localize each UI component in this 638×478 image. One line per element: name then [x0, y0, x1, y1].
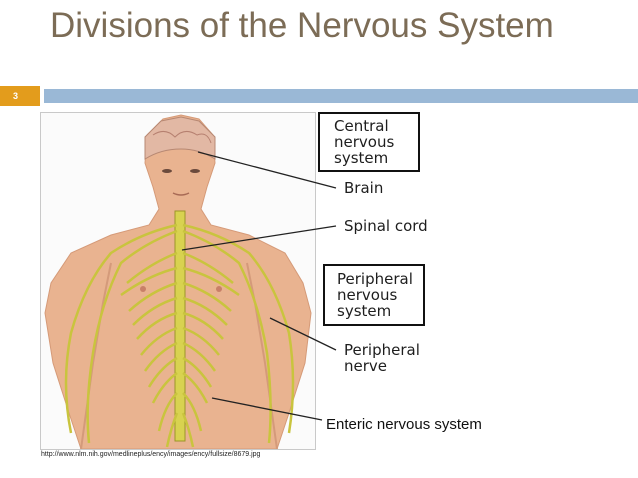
nervous-system-illustration — [40, 112, 316, 450]
enteric-nervous-system-label: Enteric nervous system — [326, 416, 482, 433]
spinal-cord-label: Spinal cord — [344, 217, 428, 235]
title-underline-bar — [44, 89, 638, 103]
spinal-cord-pointer-line — [181, 225, 337, 251]
peripheral-nerve-pointer-line — [269, 317, 337, 351]
brain-label: Brain — [344, 179, 384, 197]
peripheral-label-line2: nervous — [337, 286, 398, 304]
central-label-line2: nervous — [334, 133, 395, 151]
peripheral-nerve-label-line2: nerve — [344, 357, 388, 375]
peripheral-label-line1: Peripheral — [337, 270, 413, 288]
central-label-line1: Central — [334, 117, 389, 135]
central-label-line3: system — [334, 149, 389, 167]
slide-number: 3 — [13, 91, 19, 101]
central-nervous-system-box: Central nervous system — [318, 112, 420, 172]
enteric-pointer-line — [211, 397, 323, 421]
peripheral-nerve-label-line1: Peripheral — [344, 341, 420, 359]
slide-title: Divisions of the Nervous System — [50, 6, 554, 45]
peripheral-nerves — [64, 223, 295, 448]
body-figure — [41, 113, 315, 450]
peripheral-label-line3: system — [337, 302, 392, 320]
peripheral-nervous-system-box: Peripheral nervous system — [323, 264, 425, 326]
image-source-citation: http://www.nlm.nih.gov/medlineplus/ency/… — [41, 451, 261, 458]
brain-shape — [144, 116, 216, 160]
brain-pointer-line — [197, 151, 337, 189]
slide-number-badge: 3 — [0, 86, 40, 106]
spinal-cord-shape — [174, 210, 186, 442]
